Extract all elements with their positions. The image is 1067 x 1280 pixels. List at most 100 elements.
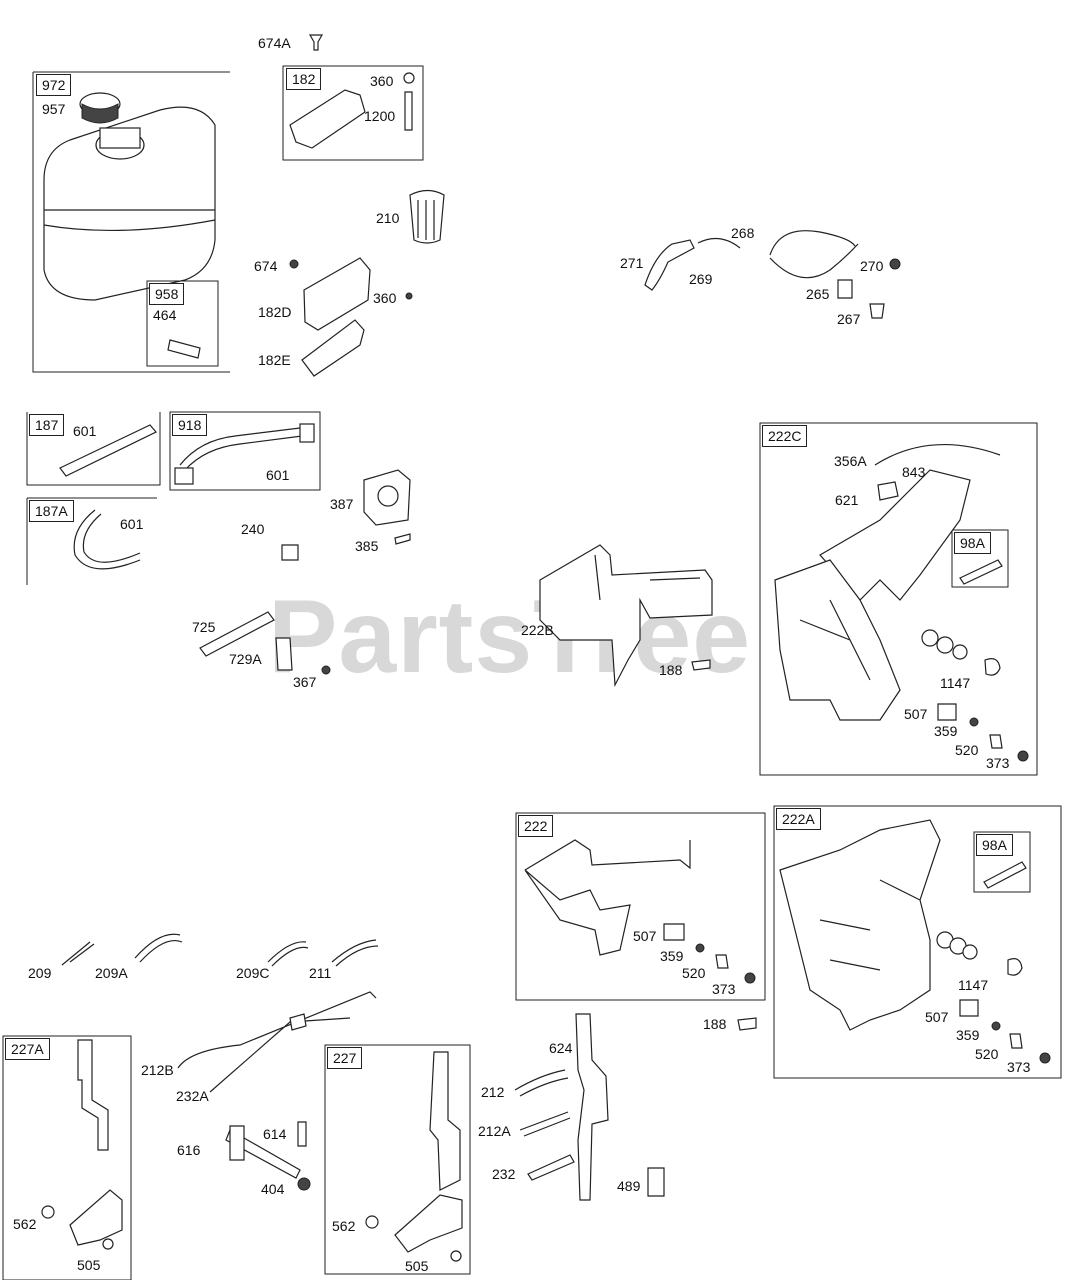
callout-489: 489: [617, 1178, 641, 1194]
box-label-227: 227: [327, 1047, 363, 1069]
callout-212B: 212B: [141, 1062, 174, 1078]
callout-367: 367: [293, 674, 317, 690]
callout-507-c: 507: [925, 1009, 949, 1025]
callout-271: 271: [620, 255, 644, 271]
fuel-tank-drawing: [43, 106, 216, 301]
callout-614: 614: [263, 1126, 287, 1142]
callout-616: 616: [177, 1142, 201, 1158]
callout-222B: 222B: [521, 622, 554, 638]
fuel-pump-387: [281, 469, 411, 561]
screw-188: [737, 1017, 757, 1031]
callout-385: 385: [355, 538, 379, 554]
callout-373: 373: [986, 755, 1010, 771]
callout-360-b: 360: [373, 290, 397, 306]
callout-356A: 356A: [834, 453, 867, 469]
frame-222A: [773, 805, 1062, 1079]
callout-601-c: 601: [120, 516, 144, 532]
callout-507: 507: [904, 706, 928, 722]
callout-182E: 182E: [258, 352, 291, 368]
lever-624-group: [514, 1013, 665, 1201]
callout-188: 188: [659, 662, 683, 678]
frame-958: [146, 280, 219, 367]
box-label-187A: 187A: [29, 500, 74, 522]
callout-957: 957: [42, 101, 66, 117]
frame-227: [324, 1044, 471, 1275]
callout-674: 674: [254, 258, 278, 274]
box-label-227A: 227A: [5, 1038, 50, 1060]
governor-rod-212B: [177, 991, 377, 1191]
callout-507-b: 507: [633, 928, 657, 944]
box-label-958: 958: [149, 283, 185, 305]
callout-359-c: 359: [956, 1027, 980, 1043]
box-label-98A-top: 98A: [954, 532, 991, 554]
callout-360: 360: [370, 73, 394, 89]
callout-373-c: 373: [1007, 1059, 1031, 1075]
callout-209: 209: [28, 965, 52, 981]
callout-464: 464: [153, 307, 177, 323]
callout-359-b: 359: [660, 948, 684, 964]
box-label-972: 972: [36, 74, 72, 96]
callout-232: 232: [492, 1166, 516, 1182]
callout-212A: 212A: [478, 1123, 511, 1139]
box-label-187: 187: [29, 414, 65, 436]
callout-265: 265: [806, 286, 830, 302]
screw-674A: [308, 34, 324, 51]
bracket-182D-182E: [289, 257, 413, 377]
callout-674A: 674A: [258, 35, 291, 51]
springs-row: [61, 933, 379, 967]
frame-182: [282, 65, 424, 161]
callout-1147-b: 1147: [958, 977, 989, 993]
callout-182D: 182D: [258, 304, 292, 320]
callout-212: 212: [481, 1084, 505, 1100]
callout-209A: 209A: [95, 965, 128, 981]
callout-1200: 1200: [364, 108, 396, 124]
callout-562: 562: [13, 1216, 37, 1232]
fuel-cap-drawing: [79, 92, 121, 124]
callout-520-c: 520: [975, 1046, 999, 1062]
box-label-222C: 222C: [762, 425, 808, 447]
frame-918: [169, 411, 321, 491]
callout-624: 624: [549, 1040, 573, 1056]
box-label-182: 182: [286, 68, 322, 90]
bracket-222B: [539, 544, 713, 688]
callout-1147: 1147: [940, 675, 971, 691]
callout-601-b: 601: [266, 467, 290, 483]
callout-729A: 729A: [229, 651, 262, 667]
callout-505: 505: [77, 1257, 101, 1273]
callout-270: 270: [860, 258, 884, 274]
callout-404: 404: [261, 1181, 285, 1197]
callout-505-b: 505: [405, 1258, 429, 1274]
frame-972: [32, 71, 230, 373]
callout-268: 268: [731, 225, 755, 241]
callout-520: 520: [955, 742, 979, 758]
callout-210: 210: [376, 210, 400, 226]
callout-520-b: 520: [682, 965, 706, 981]
callout-373-b: 373: [712, 981, 736, 997]
callout-621: 621: [835, 492, 859, 508]
box-label-222: 222: [518, 815, 554, 837]
frame-222: [515, 812, 766, 1001]
callout-267: 267: [837, 311, 861, 327]
callout-725: 725: [192, 619, 216, 635]
tube-725: [199, 611, 331, 675]
box-label-222A: 222A: [776, 808, 821, 830]
box-label-918: 918: [172, 414, 208, 436]
frame-222C: [759, 422, 1038, 776]
callout-843: 843: [902, 464, 926, 480]
air-filter-210: [409, 189, 445, 244]
frame-227A: [2, 1035, 132, 1280]
callout-359: 359: [934, 723, 958, 739]
callout-211: 211: [309, 965, 332, 981]
callout-232A: 232A: [176, 1088, 209, 1104]
callout-209C: 209C: [236, 965, 270, 981]
frame-187: [26, 412, 161, 486]
callout-387: 387: [330, 496, 354, 512]
box-label-98A-bottom: 98A: [976, 834, 1013, 856]
callout-269: 269: [689, 271, 713, 287]
cable-268-assembly: [644, 230, 901, 319]
frame-187A: [26, 497, 157, 585]
callout-562-b: 562: [332, 1218, 356, 1234]
callout-601-a: 601: [73, 423, 97, 439]
